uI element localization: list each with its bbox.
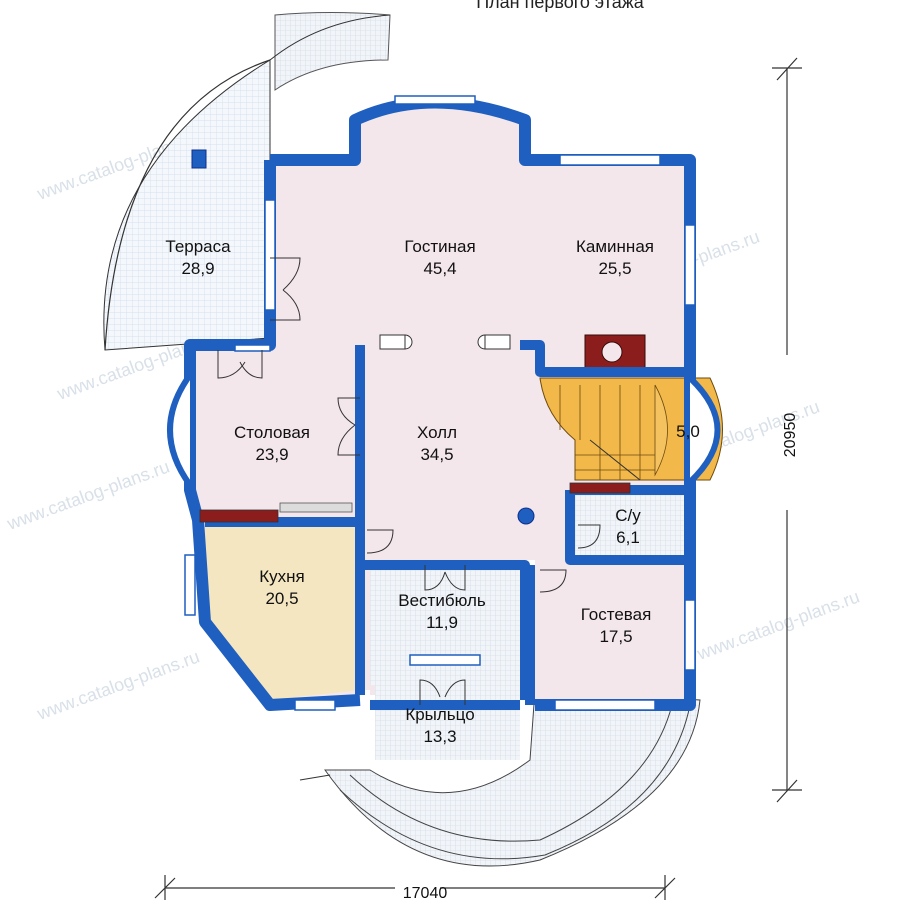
room-name-hall: Холл <box>417 423 457 442</box>
staircase <box>539 377 723 481</box>
room-name-guest: Гостевая <box>581 605 652 624</box>
watermark: www.catalog-plans.ru <box>34 646 203 724</box>
room-name-kitchen: Кухня <box>259 567 305 586</box>
room-area-guest: 17,5 <box>599 627 632 646</box>
watermark: www.catalog-plans.ru <box>694 586 863 664</box>
window-marks <box>184 95 696 711</box>
room-labels: Терраса 28,9 Гостиная 45,4 Каминная 25,5… <box>165 237 699 746</box>
columns <box>379 334 535 525</box>
room-name-vestibule: Вестибюль <box>398 591 486 610</box>
room-area-kitchen: 20,5 <box>265 589 298 608</box>
dimension-height: 20950 <box>782 413 799 458</box>
terrace-area <box>103 12 391 351</box>
dimension-width: 17040 <box>403 885 448 900</box>
room-area-wc: 6,1 <box>616 528 640 547</box>
doors <box>217 257 601 705</box>
porch-steps <box>299 689 701 867</box>
room-area-stairs: 5,0 <box>676 422 700 441</box>
dimension-lines <box>154 57 802 900</box>
room-area-hall: 34,5 <box>420 445 453 464</box>
bay-windows <box>167 373 721 487</box>
room-name-porch: Крыльцо <box>405 705 474 724</box>
room-name-fireplace: Каминная <box>576 237 654 256</box>
watermark: www.catalog-plans.ru <box>4 456 173 534</box>
room-name-living: Гостиная <box>404 237 475 256</box>
room-area-vestibule: 11,9 <box>426 613 458 632</box>
room-area-terrace: 28,9 <box>181 259 214 278</box>
room-area-fireplace: 25,5 <box>598 259 631 278</box>
room-area-porch: 13,3 <box>423 727 456 746</box>
plan-title: План первого этажа <box>476 0 645 12</box>
room-area-living: 45,4 <box>423 259 456 278</box>
kitchen-counter <box>199 482 631 523</box>
room-name-terrace: Терраса <box>165 237 231 256</box>
room-name-dining: Столовая <box>234 423 310 442</box>
room-name-wc: С/у <box>615 506 641 525</box>
room-area-dining: 23,9 <box>255 445 288 464</box>
